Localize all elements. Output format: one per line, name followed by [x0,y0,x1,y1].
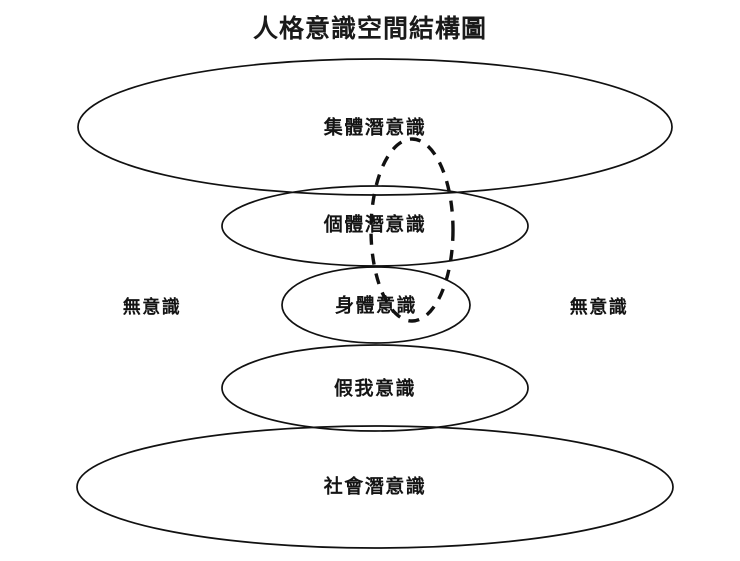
side-label-unconscious-right: 無意識 [569,297,629,318]
ellipse-body-consciousness [281,266,471,344]
ellipse-consciousness-channel-dashed [369,137,455,323]
ellipse-social-unconscious [76,425,674,549]
ring-label-body-consciousness: 身體意識 [334,294,418,317]
ring-label-collective-unconscious: 集體潛意識 [323,116,427,139]
page-title: 人格意識空間結構圖 [252,14,487,43]
ring-label-false-self-consciousness: 假我意識 [333,377,417,400]
side-label-unconscious-left: 無意識 [122,297,182,318]
ellipse-individual-unconscious [221,185,529,267]
ellipse-false-self-consciousness [221,344,529,432]
ring-label-social-unconscious: 社會潛意識 [323,475,427,498]
ring-label-individual-unconscious: 個體潛意識 [323,213,427,236]
